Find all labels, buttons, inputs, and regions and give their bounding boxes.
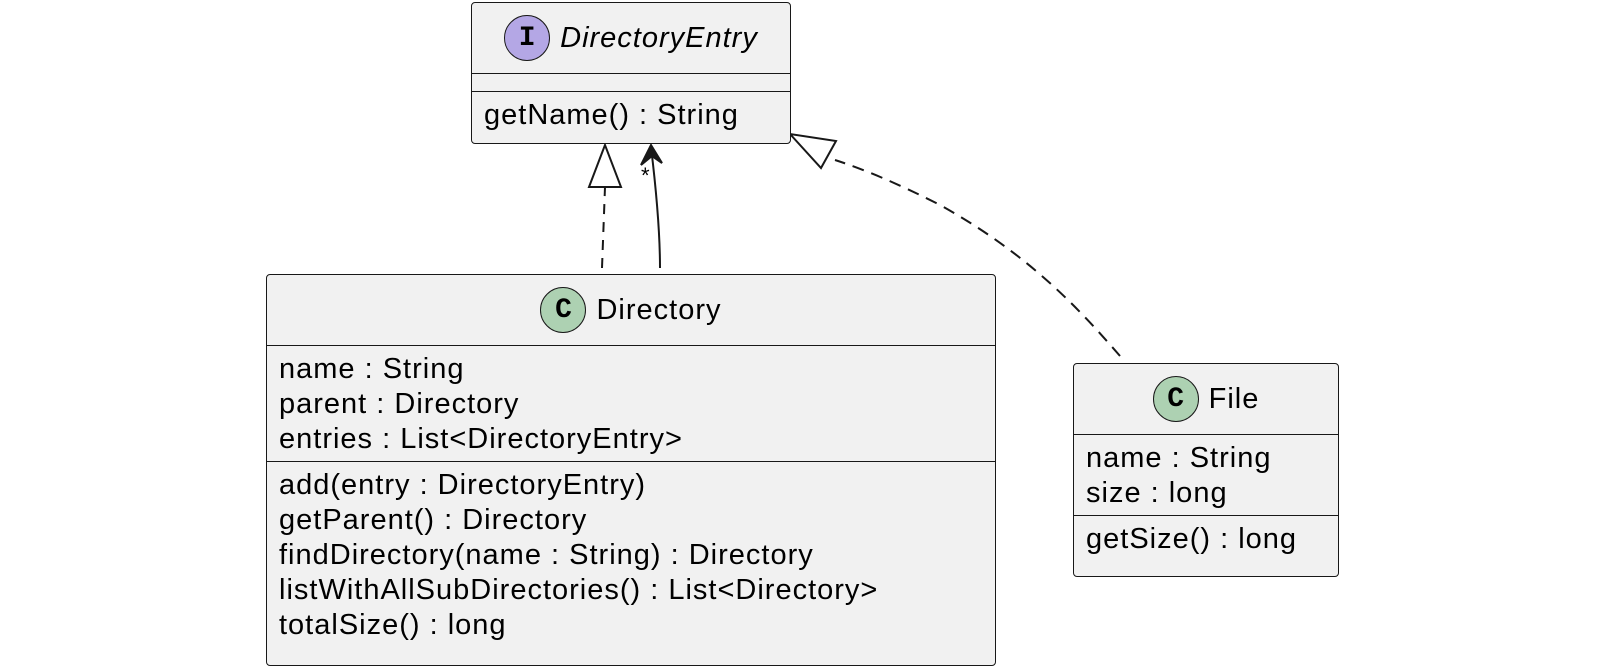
directory-methods-separator (267, 461, 995, 462)
directory-field: entries : List<DirectoryEntry> (279, 423, 683, 455)
interface-fields-separator (472, 73, 790, 74)
interface-name: DirectoryEntry (560, 21, 758, 54)
file-field: size : long (1086, 477, 1228, 509)
class-badge-icon: C (540, 287, 587, 333)
directory-fields-separator (267, 345, 995, 346)
class-directory[interactable]: C Directory name : String parent : Direc… (266, 274, 996, 666)
directory-realization-arrowhead (587, 142, 623, 188)
directory-methods-section: add(entry : DirectoryEntry) getParent() … (267, 462, 995, 647)
file-field: name : String (1086, 442, 1272, 474)
file-name: File (1208, 382, 1260, 415)
file-header: C File (1074, 364, 1338, 434)
directory-method: findDirectory(name : String) : Directory (279, 539, 814, 571)
directory-fields-section: name : String parent : Directory entries… (267, 346, 995, 461)
directory-field: name : String (279, 353, 465, 385)
file-fields-section: name : String size : long (1074, 435, 1338, 515)
directory-association-arrowhead (640, 142, 663, 166)
interface-header: I DirectoryEntry (472, 3, 790, 73)
interface-methods-separator (472, 91, 790, 92)
directory-realization-line (601, 186, 606, 269)
directory-method: totalSize() : long (279, 609, 507, 641)
file-realization-line (834, 159, 1121, 357)
directory-header: C Directory (267, 275, 995, 345)
interface-methods-section: getName() : String (472, 92, 790, 137)
directory-method: listWithAllSubDirectories() : List<Direc… (279, 574, 879, 606)
directory-method: getParent() : Directory (279, 504, 588, 536)
directory-name: Directory (596, 293, 722, 326)
file-method: getSize() : long (1086, 523, 1298, 555)
directory-field: parent : Directory (279, 388, 520, 420)
file-methods-section: getSize() : long (1074, 516, 1338, 561)
file-fields-separator (1074, 434, 1338, 435)
interface-directory-entry[interactable]: I DirectoryEntry getName() : String (471, 2, 791, 144)
interface-fields-section (472, 74, 790, 91)
interface-badge-icon: I (504, 15, 551, 61)
association-multiplicity: * (641, 163, 650, 188)
class-file[interactable]: C File name : String size : long getSize… (1073, 363, 1339, 577)
file-realization-arrowhead (787, 132, 838, 170)
interface-method: getName() : String (484, 99, 739, 131)
file-methods-separator (1074, 515, 1338, 516)
class-badge-icon: C (1152, 376, 1199, 422)
directory-association-line (650, 146, 661, 269)
directory-method: add(entry : DirectoryEntry) (279, 469, 647, 501)
